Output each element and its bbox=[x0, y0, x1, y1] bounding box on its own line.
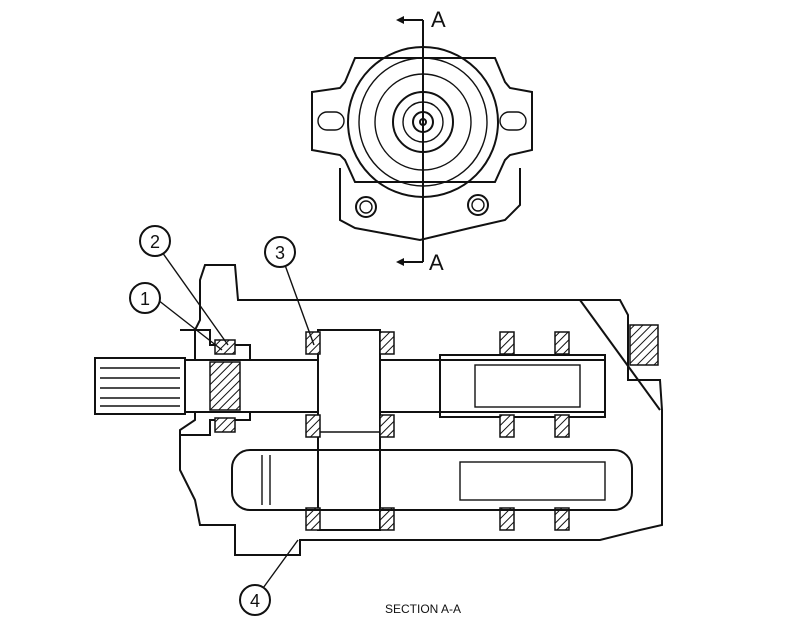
callout-3: 3 bbox=[264, 236, 296, 268]
upper-shaft bbox=[379, 359, 606, 413]
bushing-11 bbox=[499, 507, 515, 531]
bushing-5 bbox=[305, 507, 321, 531]
bushing-12 bbox=[554, 507, 570, 531]
end-view-flange bbox=[311, 57, 533, 183]
leader-2 bbox=[161, 251, 229, 346]
bushing-3 bbox=[305, 414, 321, 438]
leader-1 bbox=[157, 299, 223, 351]
second-stage-rotor bbox=[474, 364, 581, 408]
lower-right-port bbox=[467, 194, 489, 216]
bushing-4 bbox=[379, 414, 395, 438]
lower-left-port-inner bbox=[359, 200, 373, 214]
rear-cover-edge bbox=[579, 299, 661, 411]
left-mount-slot bbox=[317, 111, 345, 131]
callout-1-number: 1 bbox=[140, 289, 150, 309]
rear-plug bbox=[629, 324, 659, 366]
section-mark-top: A bbox=[431, 7, 446, 32]
callout-1: 1 bbox=[129, 282, 161, 314]
housing-outline bbox=[179, 264, 663, 556]
leader-3 bbox=[284, 264, 315, 346]
arrowhead-bottom bbox=[396, 258, 404, 266]
section-view: 1 2 3 4 SECTION A-A bbox=[94, 225, 663, 616]
bushing-7 bbox=[499, 331, 515, 355]
leader-4 bbox=[257, 539, 299, 596]
lower-right-port-inner bbox=[471, 198, 485, 212]
callout-3-number: 3 bbox=[275, 243, 285, 263]
bearing-race bbox=[209, 361, 241, 411]
callout-4-number: 4 bbox=[250, 591, 260, 611]
callout-4: 4 bbox=[239, 584, 271, 616]
bushing-2 bbox=[379, 331, 395, 355]
bushing-9 bbox=[499, 414, 515, 438]
drive-shaft bbox=[184, 359, 331, 413]
section-caption: SECTION A-A bbox=[385, 602, 461, 616]
lower-rotor bbox=[459, 461, 606, 501]
drive-gear bbox=[317, 329, 381, 531]
bushing-6 bbox=[379, 507, 395, 531]
callout-2: 2 bbox=[139, 225, 171, 257]
bushing-8 bbox=[554, 331, 570, 355]
arrowhead-top bbox=[396, 16, 404, 24]
section-mark-bottom: A bbox=[429, 250, 444, 275]
end-view-body bbox=[339, 168, 521, 242]
callout-2-number: 2 bbox=[150, 232, 160, 252]
end-view: A A bbox=[311, 7, 533, 275]
lower-shaft bbox=[231, 449, 633, 511]
lower-left-port bbox=[355, 196, 377, 218]
right-mount-slot bbox=[499, 111, 527, 131]
shaft-seal-bottom bbox=[214, 417, 236, 433]
bushing-10 bbox=[554, 414, 570, 438]
second-stage-housing bbox=[439, 354, 606, 418]
